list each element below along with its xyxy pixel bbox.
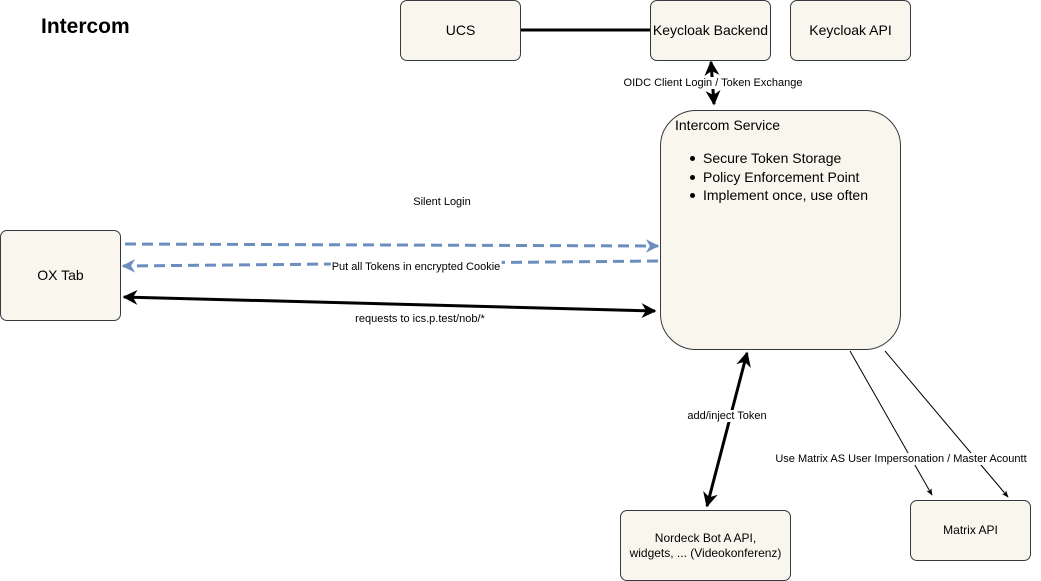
edge-requests — [122, 289, 657, 319]
intercom-service-node[interactable]: Intercom Service Secure Token Storage Po… — [660, 110, 901, 350]
matrix-api-node[interactable]: Matrix API — [910, 500, 1031, 561]
diagram-title: Intercom — [41, 15, 130, 38]
keycloak-api-label: Keycloak API — [809, 21, 892, 38]
nordeck-node[interactable]: Nordeck Bot A API, widgets, ... (Videoko… — [620, 510, 791, 581]
nordeck-label-line2: widgets, ... (Videokonferenz) — [629, 545, 782, 560]
matrix-impersonation-edge-label: Use Matrix AS User Impersonation / Maste… — [774, 453, 1028, 465]
feature-item: Implement once, use often — [690, 187, 868, 203]
edge-service-matrix-1 — [849, 350, 933, 496]
ox-tab-node[interactable]: OX Tab — [0, 230, 121, 321]
requests-edge-label: requests to ics.p.test/nob/* — [355, 313, 485, 325]
matrix-api-label: Matrix API — [943, 523, 998, 537]
keycloak-api-node[interactable]: Keycloak API — [790, 0, 911, 61]
edge-inject-token — [703, 351, 751, 508]
intercom-service-feature-list: Secure Token Storage Policy Enforcement … — [690, 149, 868, 205]
ucs-label: UCS — [445, 21, 476, 38]
oidc-edge-label: OIDC Client Login / Token Exchange — [622, 77, 804, 89]
nordeck-label-line1: Nordeck Bot A API, — [654, 530, 757, 545]
feature-item: Secure Token Storage — [690, 149, 868, 168]
keycloak-backend-node[interactable]: Keycloak Backend — [650, 0, 771, 61]
edge-service-matrix-2 — [884, 350, 1009, 498]
inject-token-edge-label: add/inject Token — [686, 410, 768, 422]
feature-item: Policy Enforcement Point — [690, 168, 868, 187]
ucs-node[interactable]: UCS — [400, 0, 521, 61]
keycloak-backend-label: Keycloak Backend — [652, 21, 769, 38]
edge-encrypted-cookie — [121, 259, 659, 273]
encrypted-cookie-edge-label: Put all Tokens in encrypted Cookie — [330, 261, 502, 273]
intercom-service-title: Intercom Service — [675, 117, 781, 133]
silent-login-edge-label: Silent Login — [413, 196, 471, 208]
edge-silent-login — [124, 239, 660, 253]
ox-tab-label: OX Tab — [37, 266, 84, 283]
